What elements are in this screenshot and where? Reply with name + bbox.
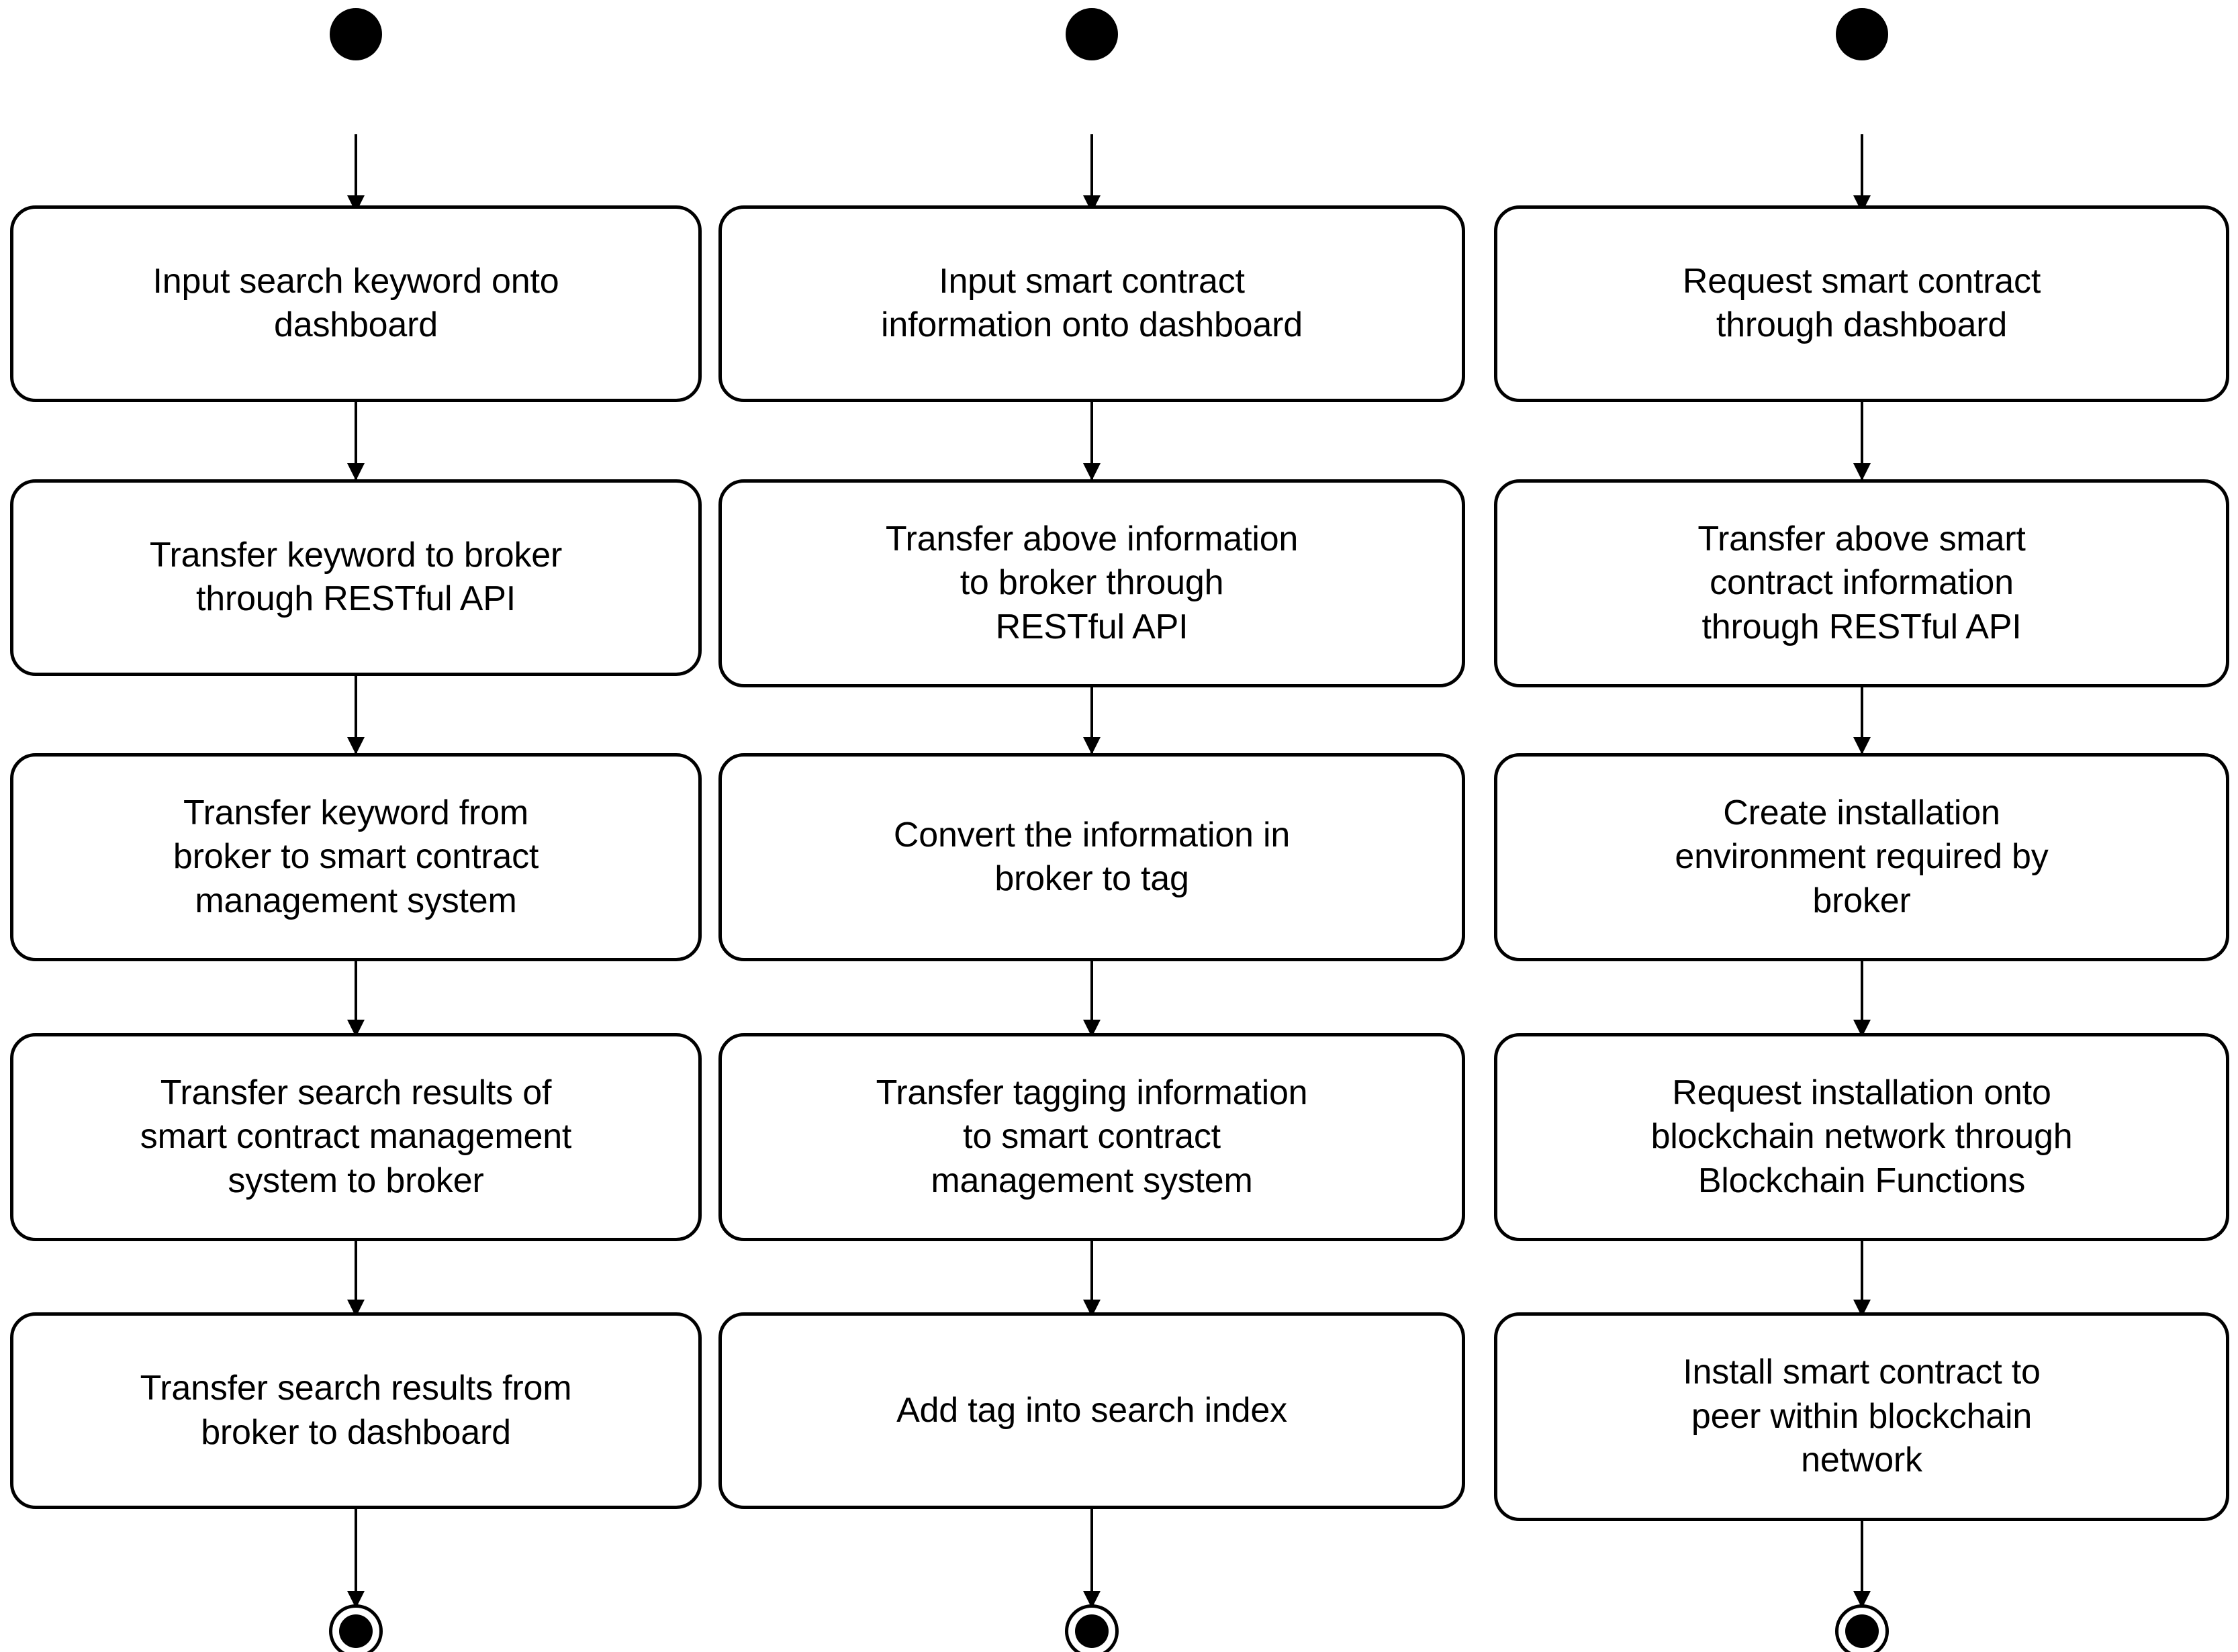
activity-node-a3-2[interactable]: Transfer above smart contract informatio… — [1494, 479, 2229, 688]
activity-label: Request installation onto blockchain net… — [1650, 1073, 2073, 1200]
edge-start-to-a2-1 — [1083, 134, 1101, 213]
edge-a2-3-to-a2-4 — [1083, 961, 1101, 1038]
activity-label: Transfer tagging information to smart co… — [876, 1073, 1308, 1200]
activity-flow-search: Input search keyword onto dashboard Tran… — [10, 0, 702, 1652]
activity-node-a1-1[interactable]: Input search keyword onto dashboard — [10, 205, 702, 402]
edge-a2-5-to-end — [1083, 1509, 1101, 1609]
edge-a3-5-to-end — [1853, 1520, 1871, 1609]
arrow-head-icon — [1083, 736, 1101, 755]
activity-node-a3-1[interactable]: Request smart contract through dashboard — [1494, 205, 2229, 402]
edge-a1-2-to-a1-3 — [347, 675, 365, 755]
activity-node-a3-3[interactable]: Create installation environment required… — [1494, 752, 2229, 962]
activity-label: Install smart contract to peer within bl… — [1683, 1353, 2041, 1480]
arrow-head-icon — [347, 463, 365, 481]
activity-label: Transfer above information to broker thr… — [885, 519, 1299, 646]
activity-label: Transfer keyword to broker through RESTf… — [149, 535, 563, 619]
activity-label: Request smart contract through dashboard — [1682, 261, 2041, 345]
initial-node — [1066, 8, 1118, 60]
final-node — [329, 1604, 383, 1652]
activity-label: Transfer above smart contract informatio… — [1697, 519, 2026, 646]
edge-a2-1-to-a2-2 — [1083, 401, 1101, 481]
activity-node-a3-5[interactable]: Install smart contract to peer within bl… — [1494, 1312, 2229, 1521]
edge-a3-4-to-a3-5 — [1853, 1241, 1871, 1317]
arrow-head-icon — [347, 736, 365, 755]
edge-a1-1-to-a1-2 — [347, 401, 365, 481]
activity-label: Create installation environment required… — [1675, 793, 2049, 920]
edge-a3-3-to-a3-4 — [1853, 961, 1871, 1038]
initial-node — [1835, 8, 1888, 60]
activity-label: Transfer search results of smart contrac… — [140, 1073, 572, 1200]
activity-node-a2-1[interactable]: Input smart contract information onto da… — [718, 205, 1465, 402]
final-node — [1065, 1604, 1119, 1652]
activity-node-a2-3[interactable]: Convert the information in broker to tag — [718, 752, 1465, 962]
activity-label: Input search keyword onto dashboard — [152, 261, 559, 345]
activity-flow-register: Input smart contract information onto da… — [718, 0, 1465, 1652]
activity-node-a2-2[interactable]: Transfer above information to broker thr… — [718, 479, 1465, 688]
activity-node-a1-4[interactable]: Transfer search results of smart contrac… — [10, 1032, 702, 1242]
initial-node — [330, 8, 382, 60]
activity-flow-install: Request smart contract through dashboard… — [1494, 0, 2229, 1652]
activity-node-a1-5[interactable]: Transfer search results from broker to d… — [10, 1312, 702, 1510]
edge-a1-5-to-end — [347, 1509, 365, 1609]
edge-a2-4-to-a2-5 — [1083, 1241, 1101, 1317]
final-node — [1834, 1604, 1889, 1652]
activity-label: Transfer keyword from broker to smart co… — [173, 793, 539, 920]
activity-label: Input smart contract information onto da… — [881, 261, 1303, 345]
arrow-head-icon — [1083, 463, 1101, 481]
activity-label: Convert the information in broker to tag — [893, 815, 1291, 899]
activity-node-a2-4[interactable]: Transfer tagging information to smart co… — [718, 1032, 1465, 1242]
edge-a1-4-to-a1-5 — [347, 1241, 365, 1317]
activity-node-a3-4[interactable]: Request installation onto blockchain net… — [1494, 1032, 2229, 1242]
arrow-head-icon — [1853, 736, 1871, 755]
edge-a1-3-to-a1-4 — [347, 961, 365, 1038]
arrow-head-icon — [1853, 463, 1871, 481]
edge-a2-2-to-a2-3 — [1083, 687, 1101, 755]
edge-start-to-a1-1 — [347, 134, 365, 213]
edge-start-to-a3-1 — [1853, 134, 1871, 213]
activity-node-a1-3[interactable]: Transfer keyword from broker to smart co… — [10, 752, 702, 962]
activity-node-a1-2[interactable]: Transfer keyword to broker through RESTf… — [10, 479, 702, 676]
activity-label: Transfer search results from broker to d… — [140, 1369, 572, 1452]
activity-node-a2-5[interactable]: Add tag into search index — [718, 1312, 1465, 1510]
activity-label: Add tag into search index — [896, 1391, 1287, 1430]
edge-a3-1-to-a3-2 — [1853, 401, 1871, 481]
edge-a3-2-to-a3-3 — [1853, 687, 1871, 755]
